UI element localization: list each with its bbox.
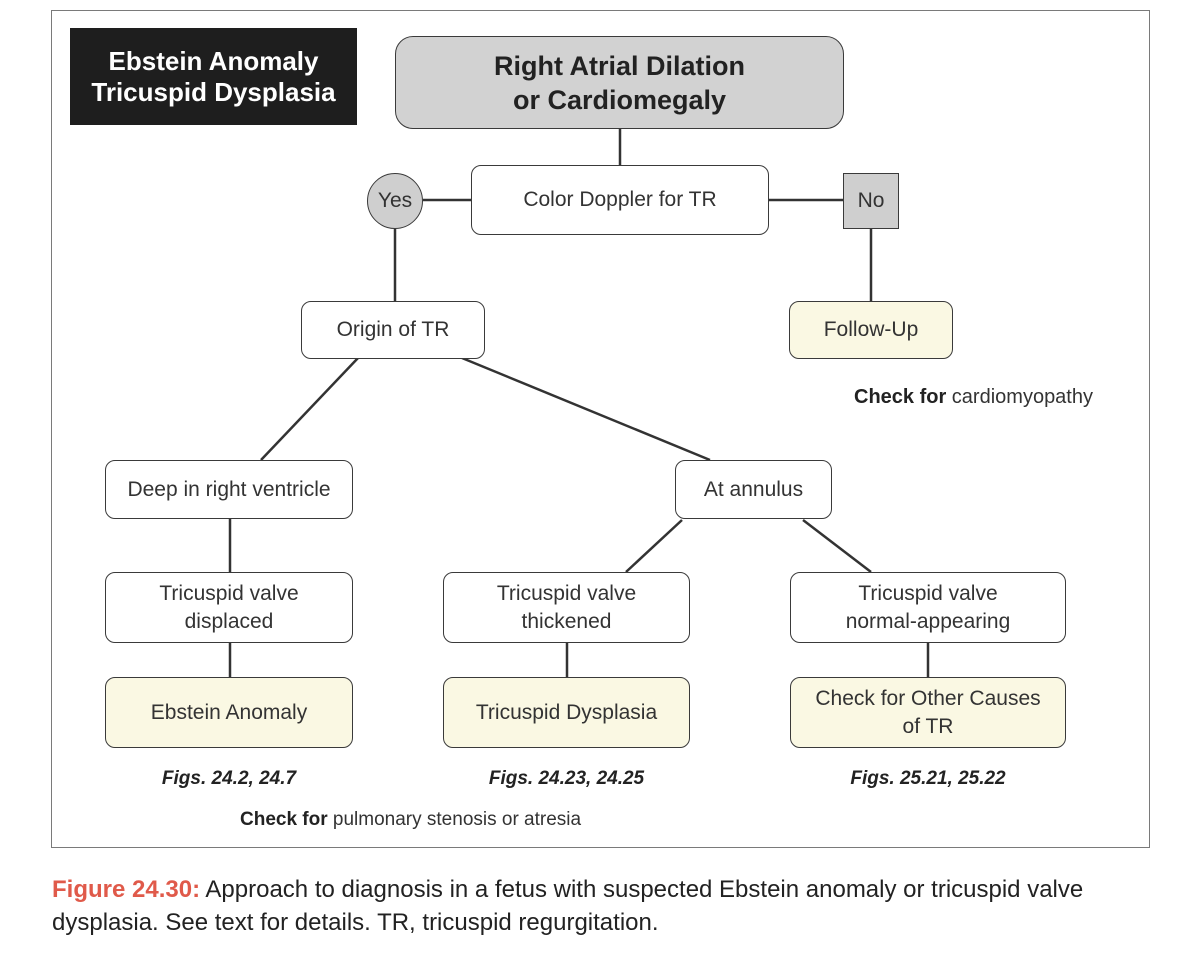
node-follow-up: Follow-Up [789,301,953,359]
figure-caption: Figure 24.30: Approach to diagnosis in a… [52,873,1172,939]
note-cardiomyopathy-text: cardiomyopathy [946,386,1093,408]
node-right-atrial-dilation: Right Atrial Dilation or Cardiomegaly [395,36,844,129]
node-ebstein-anomaly: Ebstein Anomaly [105,677,353,748]
caption-text: Approach to diagnosis in a fetus with su… [52,876,1084,936]
figref-dysplasia: Figs. 24.23, 24.25 [488,768,645,789]
node-color-doppler: Color Doppler for TR [471,165,769,235]
note-pulmonary-text: pulmonary stenosis or atresia [327,809,582,830]
line-annulus-to-normal [802,519,872,573]
figure-frame [51,10,1150,848]
node-thickened-line-2: thickened [521,609,612,633]
node-other-line-2: of TR [902,714,954,738]
node-normal-line-1: Tricuspid valve [858,581,998,605]
node-deep-in-right-ventricle: Deep in right ventricle [105,460,353,519]
note-cardiomyopathy: Check for cardiomyopathy [854,386,1093,409]
no-square: No [843,173,899,229]
line-annulus-to-thickened [625,519,683,573]
note-pulmonary-bold: Check for [240,809,328,830]
line-origin-to-annulus [461,356,711,462]
node-top-line-2: or Cardiomegaly [512,84,727,115]
node-displaced-line-2: displaced [184,609,274,633]
node-at-annulus: At annulus [675,460,832,519]
node-valve-normal-appearing: Tricuspid valve normal-appearing [790,572,1066,643]
figref-other: Figs. 25.21, 25.22 [850,768,1006,789]
node-valve-thickened: Tricuspid valve thickened [443,572,690,643]
yes-circle: Yes [367,173,423,229]
note-pulmonary: Check for pulmonary stenosis or atresia [240,809,581,831]
caption-label: Figure 24.30: [52,876,201,903]
node-thickened-line-1: Tricuspid valve [496,581,637,605]
title-line-2: Tricuspid Dysplasia [91,76,336,107]
node-other-causes: Check for Other Causes of TR [790,677,1066,748]
node-top-line-1: Right Atrial Dilation [494,50,745,81]
note-cardiomyopathy-bold: Check for [854,386,947,408]
node-tricuspid-dysplasia: Tricuspid Dysplasia [443,677,690,748]
title-line-1: Ebstein Anomaly [108,45,319,76]
line-origin-to-deep [260,357,359,461]
diagram-title-block: Ebstein Anomaly Tricuspid Dysplasia [70,28,357,125]
node-valve-displaced: Tricuspid valve displaced [105,572,353,643]
node-normal-line-2: normal-appearing [845,609,1011,633]
node-displaced-line-1: Tricuspid valve [159,581,299,605]
node-origin-of-tr: Origin of TR [301,301,485,359]
figref-ebstein: Figs. 24.2, 24.7 [161,768,297,789]
node-other-line-1: Check for Other Causes [815,686,1041,710]
